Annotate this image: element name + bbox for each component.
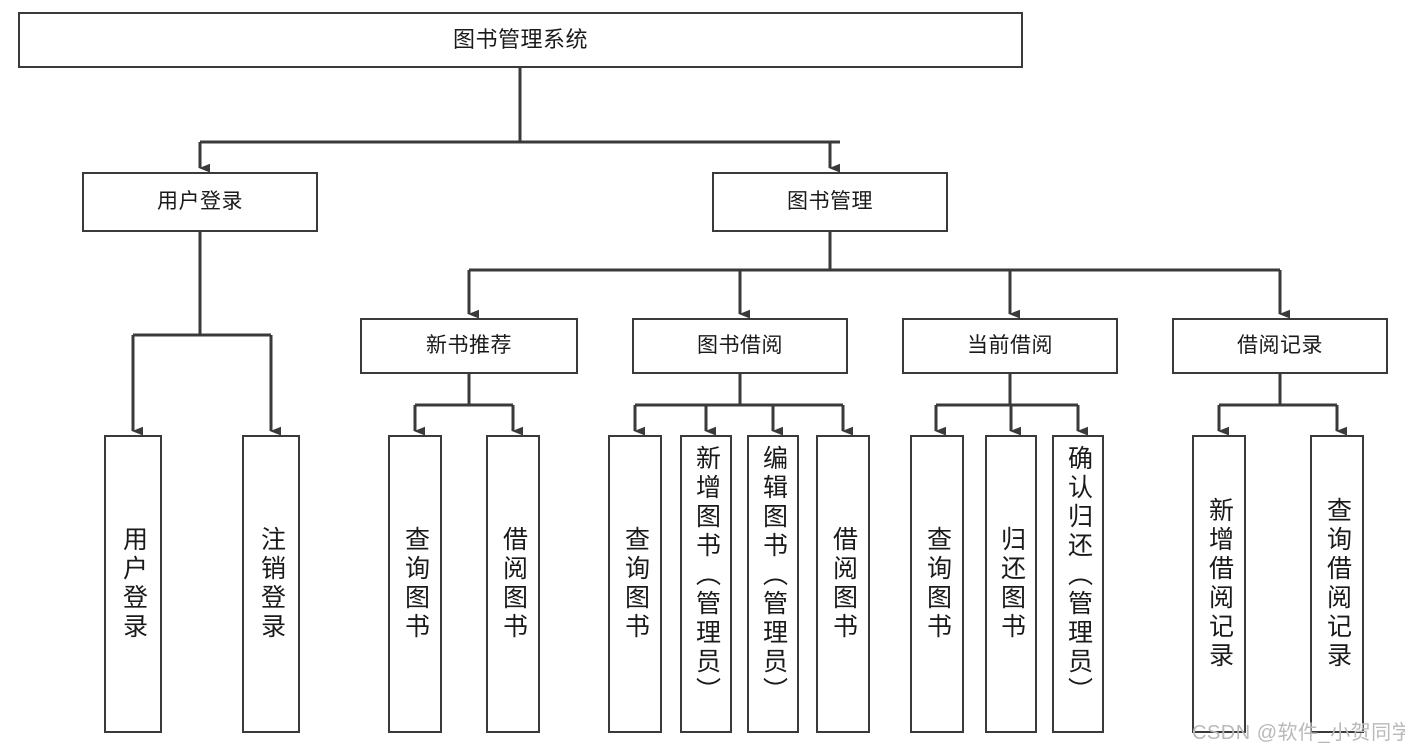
node-leaf-edit-book-label: 编辑图书（管理员） <box>759 445 788 706</box>
node-root[interactable]: 图书管理系统 <box>18 12 1023 68</box>
node-leaf-borrow-book-1-label: 借阅图书 <box>499 526 528 642</box>
node-book-manage-label: 图书管理 <box>787 190 873 214</box>
node-leaf-return-book[interactable]: 归还图书 <box>985 435 1037 733</box>
node-leaf-add-book[interactable]: 新增图书（管理员） <box>680 435 732 733</box>
node-current-borrow-label: 当前借阅 <box>967 334 1053 358</box>
node-leaf-borrow-book-1[interactable]: 借阅图书 <box>486 435 540 733</box>
csdn-watermark: CSDN @软件_小贺同学 <box>1192 722 1405 744</box>
node-book-borrow-label: 图书借阅 <box>697 334 783 358</box>
node-leaf-user-login[interactable]: 用户登录 <box>104 435 162 733</box>
node-leaf-query-book-2-label: 查询图书 <box>621 526 650 642</box>
node-leaf-user-login-label: 用户登录 <box>119 526 148 642</box>
node-leaf-query-book-3-label: 查询图书 <box>923 526 952 642</box>
node-leaf-confirm-return[interactable]: 确认归还（管理员） <box>1052 435 1104 733</box>
node-leaf-confirm-return-label: 确认归还（管理员） <box>1064 445 1093 706</box>
node-leaf-return-book-label: 归还图书 <box>997 526 1026 642</box>
node-leaf-add-record[interactable]: 新增借阅记录 <box>1192 435 1246 733</box>
node-new-book-recommend[interactable]: 新书推荐 <box>360 318 578 374</box>
node-user-login[interactable]: 用户登录 <box>82 172 318 232</box>
node-leaf-add-record-label: 新增借阅记录 <box>1205 497 1234 671</box>
node-leaf-edit-book[interactable]: 编辑图书（管理员） <box>747 435 799 733</box>
node-leaf-add-book-label: 新增图书（管理员） <box>692 445 721 706</box>
node-current-borrow[interactable]: 当前借阅 <box>902 318 1118 374</box>
node-borrow-record[interactable]: 借阅记录 <box>1172 318 1388 374</box>
node-leaf-logout[interactable]: 注销登录 <box>242 435 300 733</box>
node-leaf-query-book-1[interactable]: 查询图书 <box>388 435 442 733</box>
node-leaf-query-record-label: 查询借阅记录 <box>1323 497 1352 671</box>
node-leaf-borrow-book-2[interactable]: 借阅图书 <box>816 435 870 733</box>
node-leaf-logout-label: 注销登录 <box>257 526 286 642</box>
node-book-manage[interactable]: 图书管理 <box>712 172 948 232</box>
node-leaf-query-book-1-label: 查询图书 <box>401 526 430 642</box>
node-leaf-query-record[interactable]: 查询借阅记录 <box>1310 435 1364 733</box>
node-book-borrow[interactable]: 图书借阅 <box>632 318 848 374</box>
node-user-login-label: 用户登录 <box>157 190 243 214</box>
node-root-label: 图书管理系统 <box>452 26 588 52</box>
node-leaf-borrow-book-2-label: 借阅图书 <box>829 526 858 642</box>
node-borrow-record-label: 借阅记录 <box>1237 334 1323 358</box>
node-new-book-recommend-label: 新书推荐 <box>426 334 512 358</box>
node-leaf-query-book-3[interactable]: 查询图书 <box>910 435 964 733</box>
node-leaf-query-book-2[interactable]: 查询图书 <box>608 435 662 733</box>
